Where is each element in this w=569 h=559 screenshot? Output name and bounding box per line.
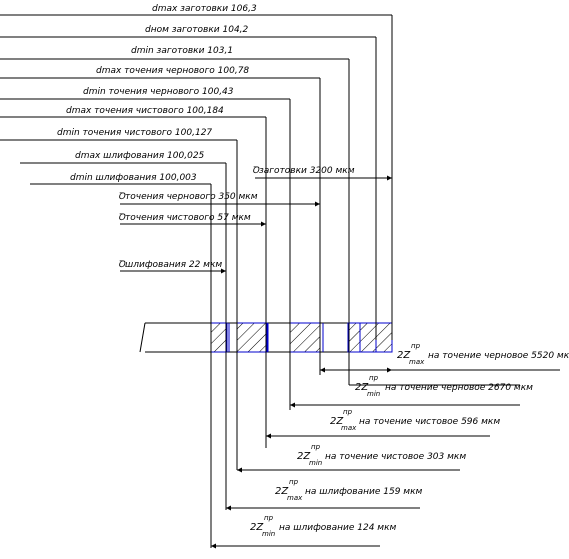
- allowance-rough-max: 2Z пр max на точение черновое 5520 мкм: [397, 342, 569, 366]
- svg-text:на точение чистовое 303 мкм: на точение чистовое 303 мкм: [325, 452, 466, 462]
- svg-text:пр: пр: [264, 514, 274, 522]
- dmax-grinding-label: dmax шлифования 100,025: [75, 151, 205, 161]
- delta-symbol: Ꝺ: [118, 213, 126, 223]
- svg-text:max: max: [409, 358, 425, 366]
- svg-text:min: min: [309, 459, 322, 467]
- band-grinding: [210, 322, 228, 353]
- svg-text:пр: пр: [311, 443, 321, 451]
- svg-text:2Z: 2Z: [397, 350, 411, 361]
- dmax-finish-label: dmax точения чистового 100,184: [66, 106, 224, 116]
- band-rough-turning: [289, 322, 321, 353]
- svg-text:пр: пр: [369, 374, 379, 382]
- dmax-rough-label: dmax точения чернового 100,78: [96, 66, 249, 76]
- tolerance-finish-label: Ꝺточения чистового 57 мкм: [118, 213, 251, 223]
- svg-text:на точение черновое 5520 мкм: на точение черновое 5520 мкм: [428, 351, 569, 361]
- tolerance-blank-label: Ꝺзаготовки 3200 мкм: [252, 166, 355, 176]
- svg-text:max: max: [341, 424, 357, 432]
- dmax-blank-label: dmax заготовки 106,3: [152, 4, 257, 14]
- diameter-labels: dmax заготовки 106,3 dном заготовки 104,…: [57, 4, 257, 183]
- svg-text:min: min: [367, 390, 380, 398]
- svg-text:max: max: [287, 494, 303, 502]
- svg-text:2Z: 2Z: [250, 522, 264, 533]
- tolerance-rough-label: Ꝺточения чернового 350 мкм: [118, 192, 258, 202]
- svg-text:2Z: 2Z: [330, 416, 344, 427]
- svg-text:на точение черновое 2670 мкм: на точение черновое 2670 мкм: [385, 383, 533, 393]
- svg-text:2Z: 2Z: [297, 451, 311, 462]
- allowance-grinding-min: 2Z пр min на шлифование 124 мкм: [250, 514, 397, 538]
- delta-symbol: Ꝺ: [252, 166, 260, 176]
- dmin-rough-label: dmin точения чернового 100,43: [83, 87, 234, 97]
- allowance-finish-max: 2Z пр max на точение чистовое 596 мкм: [330, 408, 500, 432]
- band-finish-turning: [236, 322, 268, 353]
- svg-text:на шлифование 159 мкм: на шлифование 159 мкм: [305, 487, 423, 497]
- allowance-labels: 2Z пр max на точение черновое 5520 мкм 2…: [250, 342, 569, 538]
- tolerance-bands: [210, 322, 393, 353]
- dnom-blank-label: dном заготовки 104,2: [145, 25, 249, 35]
- diameter-lines: [0, 14, 393, 548]
- svg-text:пр: пр: [343, 408, 353, 416]
- band-blank: [347, 322, 393, 353]
- delta-symbol: Ꝺ: [118, 192, 126, 202]
- allowance-rough-min: 2Z пр min на точение черновое 2670 мкм: [355, 374, 533, 398]
- tolerance-grinding-label: Ꝺшлифования 22 мкм: [118, 260, 222, 270]
- delta-symbol: Ꝺ: [118, 260, 126, 270]
- svg-text:min: min: [262, 530, 275, 538]
- svg-text:2Z: 2Z: [355, 382, 369, 393]
- tolerance-labels: Ꝺзаготовки 3200 мкм Ꝺточения чернового 3…: [118, 166, 355, 270]
- svg-text:пр: пр: [411, 342, 421, 350]
- svg-text:пр: пр: [289, 478, 299, 486]
- dmin-grinding-label: dmin шлифования 100,003: [70, 173, 197, 183]
- svg-text:2Z: 2Z: [275, 486, 289, 497]
- dmin-blank-label: dmin заготовки 103,1: [131, 46, 233, 56]
- tolerance-callouts: [120, 175, 392, 274]
- svg-text:на шлифование 124 мкм: на шлифование 124 мкм: [279, 523, 397, 533]
- allowance-dimension-lines: [211, 367, 560, 549]
- dmin-finish-label: dmin точения чистового 100,127: [57, 128, 212, 138]
- svg-text:на точение чистовое 596 мкм: на точение чистовое 596 мкм: [359, 417, 500, 427]
- allowance-finish-min: 2Z пр min на точение чистовое 303 мкм: [297, 443, 466, 467]
- allowance-grinding-max: 2Z пр max на шлифование 159 мкм: [275, 478, 423, 502]
